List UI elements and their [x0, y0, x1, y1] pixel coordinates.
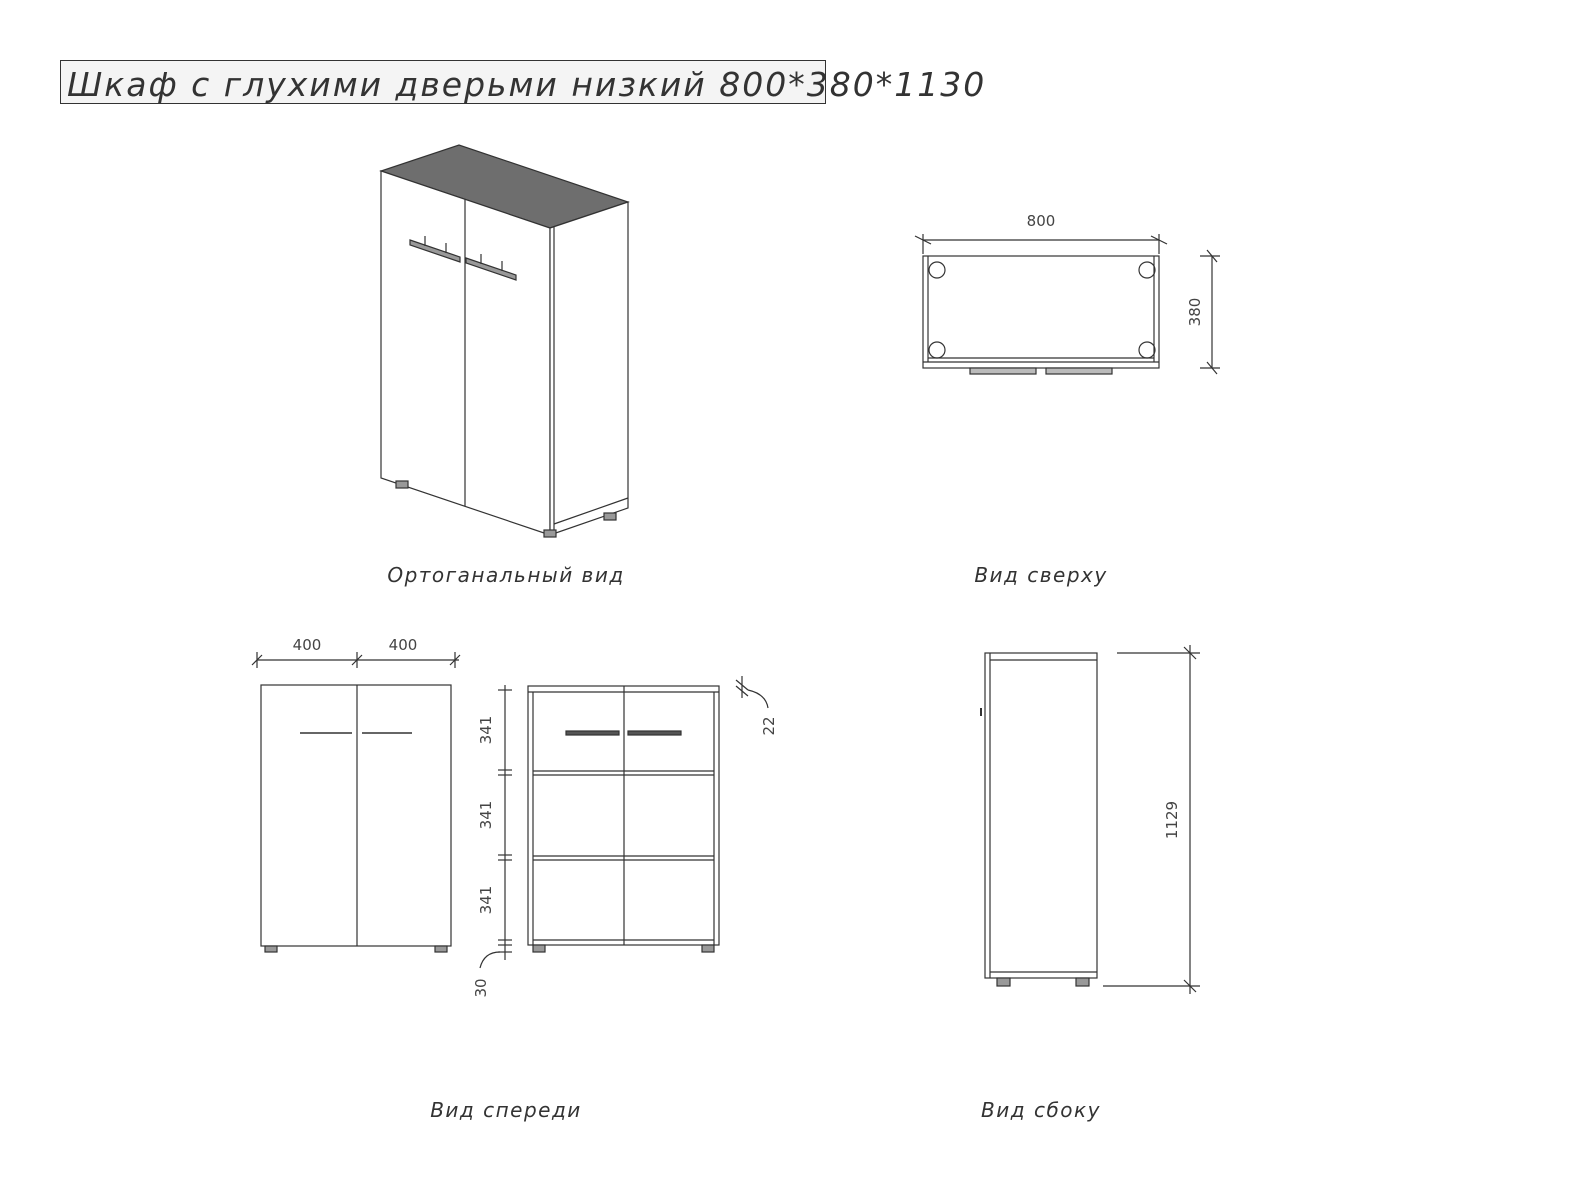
top-handle — [1045, 367, 1113, 375]
caption-ortho: Ортоганальный вид — [387, 563, 625, 587]
top-view — [914, 234, 1220, 375]
foot — [701, 944, 715, 953]
front-view-shelves — [479, 676, 769, 969]
top-outline — [922, 255, 1160, 369]
tick — [1183, 979, 1197, 993]
dim-front-right: 400 — [389, 636, 418, 654]
foot — [264, 945, 278, 953]
tick — [1183, 646, 1197, 660]
isometric-view — [379, 144, 630, 538]
dim-shelf-1: 341 — [477, 716, 495, 745]
dim-top-panel: 22 — [760, 716, 778, 735]
title-block: Шкаф с глухими дверьми низкий 800*380*11… — [60, 60, 984, 104]
foot — [603, 512, 617, 521]
tick — [1206, 249, 1218, 263]
foot — [996, 977, 1011, 987]
foot — [434, 945, 448, 953]
tick — [735, 685, 749, 697]
foot-circle — [928, 261, 946, 279]
tick — [914, 235, 932, 245]
foot-circle — [1138, 341, 1156, 359]
foot — [543, 529, 557, 538]
cabinet-side-face — [549, 201, 629, 536]
drawing-title: Шкаф с глухими дверьми низкий 800*380*11… — [67, 65, 987, 104]
dim-front-left: 400 — [293, 636, 322, 654]
caption-side: Вид сбоку — [981, 1098, 1101, 1122]
dim-side-height: 1129 — [1163, 801, 1181, 839]
foot-circle — [928, 341, 946, 359]
side-view — [980, 645, 1200, 994]
dim-top-width: 800 — [1027, 212, 1056, 230]
tick — [735, 679, 749, 691]
front-view-doors — [251, 652, 461, 953]
leader-line — [747, 689, 769, 709]
foot — [1075, 977, 1090, 987]
foot — [532, 944, 546, 953]
dim-plinth: 30 — [472, 978, 490, 997]
handle — [565, 730, 620, 736]
leader-line — [479, 951, 501, 969]
top-handle — [969, 367, 1037, 375]
tick — [251, 654, 263, 666]
tick — [1150, 235, 1168, 245]
tick — [1206, 361, 1218, 375]
foot-circle — [1138, 261, 1156, 279]
foot — [395, 480, 409, 489]
caption-top: Вид сверху — [974, 563, 1108, 587]
right-door-handle — [465, 257, 517, 281]
dim-shelf-2: 341 — [477, 801, 495, 830]
caption-front: Вид спереди — [430, 1098, 582, 1122]
side-outline — [984, 652, 1098, 979]
tick — [351, 654, 363, 666]
tick — [449, 654, 461, 666]
dim-top-depth: 380 — [1186, 298, 1204, 327]
handle — [627, 730, 682, 736]
plinth-line — [553, 497, 629, 525]
dim-shelf-3: 341 — [477, 886, 495, 915]
front-outline — [260, 684, 452, 947]
left-door-handle — [409, 239, 461, 263]
